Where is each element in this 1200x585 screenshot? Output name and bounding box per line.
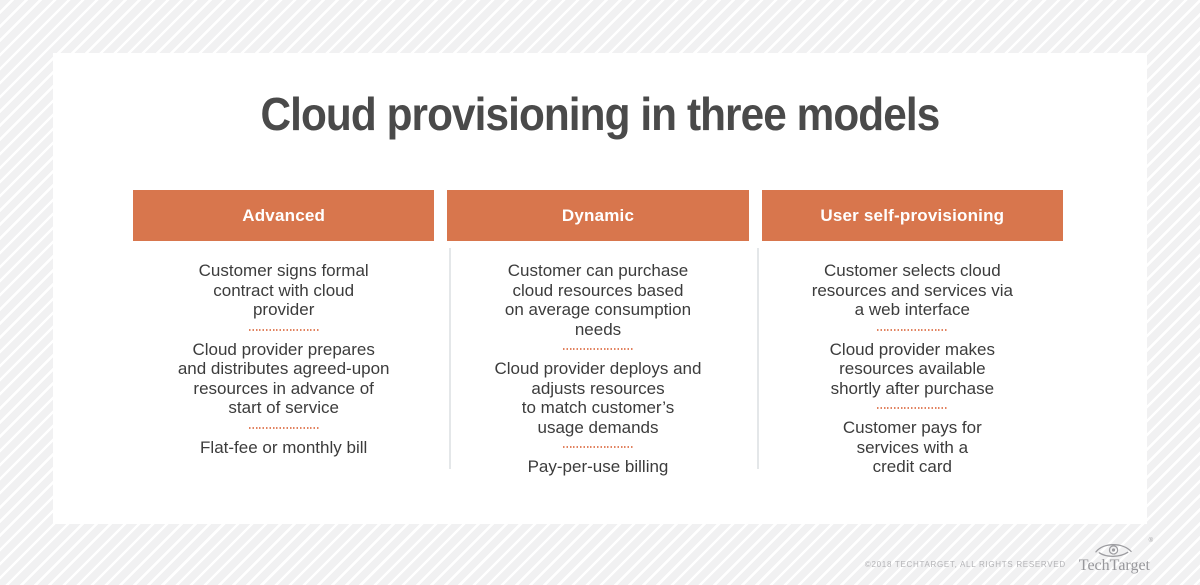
techtarget-eye-icon xyxy=(1093,540,1135,559)
techtarget-logo: ® TechTarget xyxy=(1078,538,1153,574)
column-divider-1 xyxy=(449,248,451,469)
column-user-self-provisioning: User self-provisioning Customer selects … xyxy=(761,190,1063,477)
column-body-dynamic: Customer can purchase cloud resources ba… xyxy=(447,241,748,477)
model-columns: Advanced Customer signs formal contract … xyxy=(133,190,1063,477)
techtarget-wordmark: TechTarget xyxy=(1078,557,1150,574)
page-title-text: Cloud provisioning in three models xyxy=(260,88,941,140)
user-self-provisioning-item-3: Customer pays for services with a credit… xyxy=(842,418,982,476)
column-advanced: Advanced Customer signs formal contract … xyxy=(133,190,435,477)
footer: ©2018 TECHTARGET, ALL RIGHTS RESERVED ® … xyxy=(864,538,1153,574)
dotted-separator xyxy=(877,328,948,331)
content-card: Cloud provisioning in three models Advan… xyxy=(53,53,1147,524)
column-header-dynamic: Dynamic xyxy=(447,190,749,241)
column-header-user-self-provisioning: User self-provisioning xyxy=(761,190,1063,241)
page-title: Cloud provisioning in three models xyxy=(53,53,1147,141)
column-body-user-self-provisioning: Customer selects cloud resources and ser… xyxy=(762,241,1063,477)
column-header-advanced: Advanced xyxy=(133,190,435,241)
registered-trademark-symbol: ® xyxy=(1148,538,1153,544)
dotted-separator xyxy=(248,328,319,331)
dotted-separator xyxy=(562,348,633,350)
column-body-advanced: Customer signs formal contract with clou… xyxy=(133,241,434,457)
dynamic-item-1: Customer can purchase cloud resources ba… xyxy=(504,261,692,339)
advanced-item-3: Flat-fee or monthly bill xyxy=(200,437,368,457)
dotted-separator xyxy=(877,407,948,409)
column-dynamic: Dynamic Customer can purchase cloud reso… xyxy=(447,190,749,477)
dotted-separator xyxy=(562,446,633,448)
copyright-text: ©2018 TECHTARGET, ALL RIGHTS RESERVED xyxy=(864,560,1066,569)
advanced-item-1: Customer signs formal contract with clou… xyxy=(198,261,369,319)
user-self-provisioning-item-1: Customer selects cloud resources and ser… xyxy=(811,261,1013,319)
dynamic-item-2: Cloud provider deploys and adjusts resou… xyxy=(494,359,702,437)
dotted-separator xyxy=(248,426,319,429)
user-self-provisioning-item-2: Cloud provider makes resources available… xyxy=(829,339,995,398)
dynamic-item-3: Pay-per-use billing xyxy=(527,457,669,476)
advanced-item-2: Cloud provider prepares and distributes … xyxy=(177,339,390,418)
column-divider-2 xyxy=(757,248,759,469)
